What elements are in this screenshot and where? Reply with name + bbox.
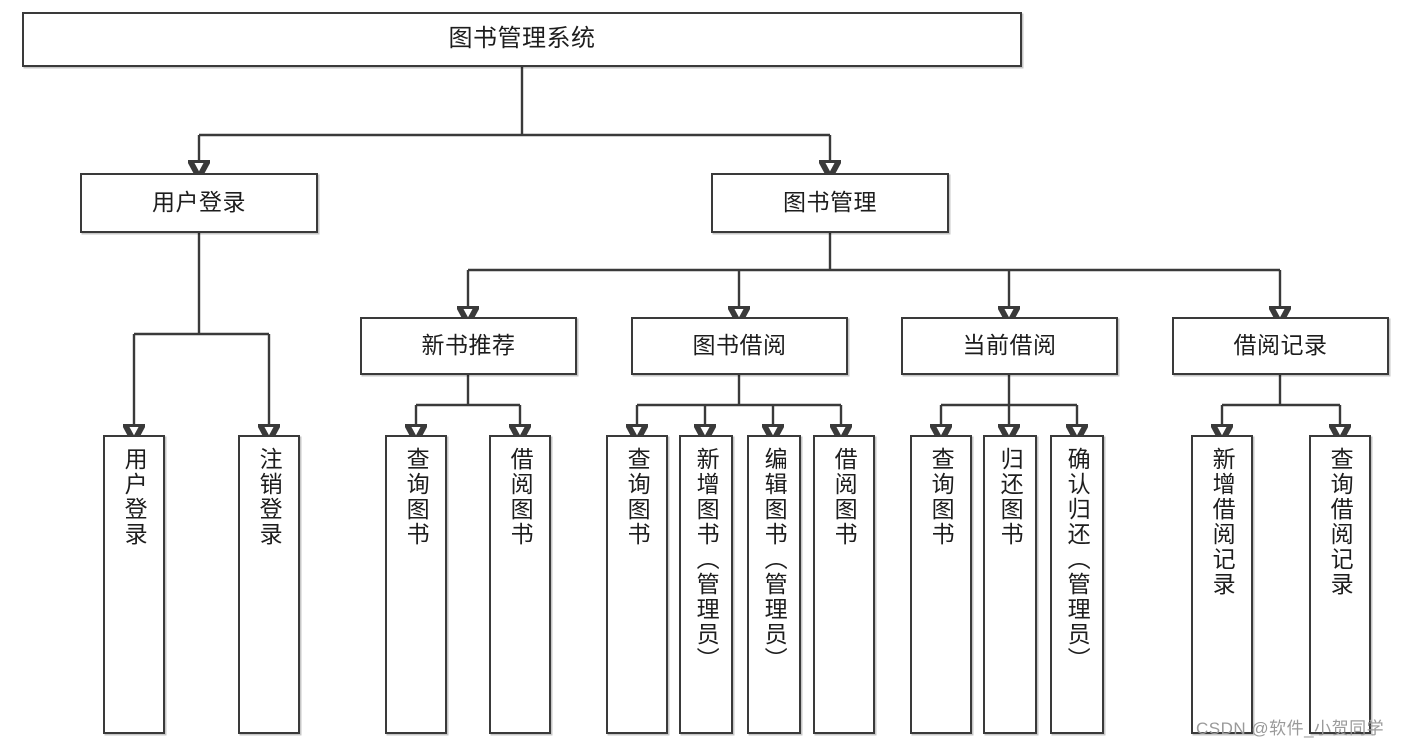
node-leaf-add-book-label: 新增图书（管理员） <box>693 447 720 672</box>
node-leaf-query-book-2-label: 查询图书 <box>624 447 651 547</box>
node-current-borrow-label: 当前借阅 <box>962 332 1057 359</box>
node-leaf-add-record-label: 新增借阅记录 <box>1209 447 1236 597</box>
node-leaf-user-login-label: 用户登录 <box>121 447 148 547</box>
node-user-login-label: 用户登录 <box>152 189 246 216</box>
node-user-login[interactable]: 用户登录 <box>80 173 318 233</box>
node-leaf-borrow-book-1-label: 借阅图书 <box>507 447 534 547</box>
node-leaf-borrow-book-2[interactable]: 借阅图书 <box>813 435 875 734</box>
node-leaf-add-record[interactable]: 新增借阅记录 <box>1191 435 1253 734</box>
node-leaf-query-record[interactable]: 查询借阅记录 <box>1309 435 1371 734</box>
node-leaf-query-book-3-label: 查询图书 <box>928 447 955 547</box>
node-root[interactable]: 图书管理系统 <box>22 12 1022 67</box>
node-leaf-borrow-book-2-label: 借阅图书 <box>831 447 858 547</box>
node-leaf-add-book[interactable]: 新增图书（管理员） <box>679 435 733 734</box>
node-leaf-logout[interactable]: 注销登录 <box>238 435 300 734</box>
node-borrow-record[interactable]: 借阅记录 <box>1172 317 1389 375</box>
node-book-borrow-label: 图书借阅 <box>692 332 787 359</box>
node-leaf-edit-book-label: 编辑图书（管理员） <box>761 447 788 672</box>
node-root-label: 图书管理系统 <box>448 25 596 53</box>
node-borrow-record-label: 借阅记录 <box>1233 332 1328 359</box>
node-leaf-query-book-1[interactable]: 查询图书 <box>385 435 447 734</box>
node-leaf-logout-label: 注销登录 <box>256 447 283 547</box>
node-new-book-rec[interactable]: 新书推荐 <box>360 317 577 375</box>
node-leaf-return-book[interactable]: 归还图书 <box>983 435 1037 734</box>
node-current-borrow[interactable]: 当前借阅 <box>901 317 1118 375</box>
node-leaf-query-book-3[interactable]: 查询图书 <box>910 435 972 734</box>
node-leaf-user-login[interactable]: 用户登录 <box>103 435 165 734</box>
node-book-manage[interactable]: 图书管理 <box>711 173 949 233</box>
node-leaf-borrow-book-1[interactable]: 借阅图书 <box>489 435 551 734</box>
node-new-book-rec-label: 新书推荐 <box>421 332 516 359</box>
node-book-manage-label: 图书管理 <box>783 189 877 216</box>
node-leaf-query-book-2[interactable]: 查询图书 <box>606 435 668 734</box>
node-leaf-confirm-return[interactable]: 确认归还（管理员） <box>1050 435 1104 734</box>
node-leaf-confirm-return-label: 确认归还（管理员） <box>1064 447 1091 672</box>
node-book-borrow[interactable]: 图书借阅 <box>631 317 848 375</box>
node-leaf-query-book-1-label: 查询图书 <box>403 447 430 547</box>
node-leaf-return-book-label: 归还图书 <box>997 447 1024 547</box>
node-leaf-edit-book[interactable]: 编辑图书（管理员） <box>747 435 801 734</box>
node-leaf-query-record-label: 查询借阅记录 <box>1327 447 1354 597</box>
